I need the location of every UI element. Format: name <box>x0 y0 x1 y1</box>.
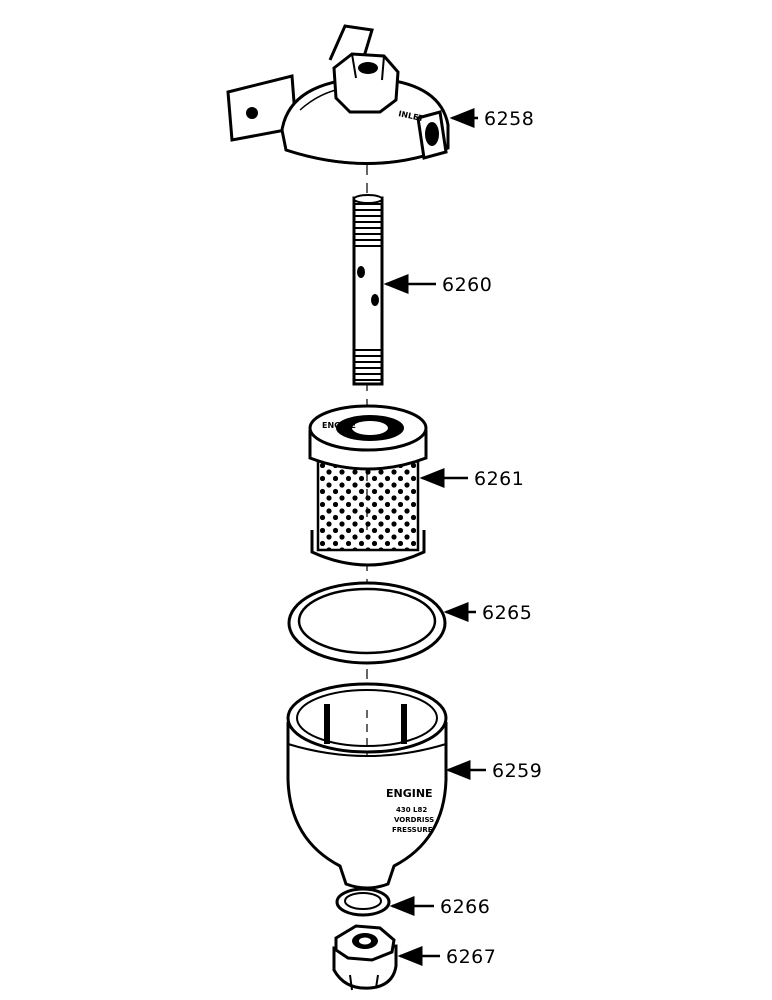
part-label-6266: 6266 <box>440 896 490 918</box>
bowl-brand-text: ENGINE <box>386 787 433 800</box>
bowl-marking-line-3: FRESSURE <box>392 826 433 834</box>
element-marking-text: ENGINE <box>322 421 356 430</box>
bowl-marking-line-2: VORDRISS <box>394 816 434 824</box>
gasket <box>287 581 447 665</box>
washer <box>335 887 391 917</box>
acorn-nut <box>332 924 398 991</box>
center-stud <box>352 194 384 386</box>
part-label-6259: 6259 <box>492 760 542 782</box>
filter-head: INLET <box>226 24 450 165</box>
filter-bowl: ENGINE 430 L82 VORDRISS FRESSURE <box>286 682 448 890</box>
part-label-6261: 6261 <box>474 468 524 490</box>
part-label-6267: 6267 <box>446 946 496 968</box>
filter-element: ENGINE <box>308 404 428 567</box>
part-label-6265: 6265 <box>482 602 532 624</box>
bowl-marking-line-1: 430 L82 <box>396 806 427 814</box>
part-label-6258: 6258 <box>484 108 534 130</box>
part-label-6260: 6260 <box>442 274 492 296</box>
